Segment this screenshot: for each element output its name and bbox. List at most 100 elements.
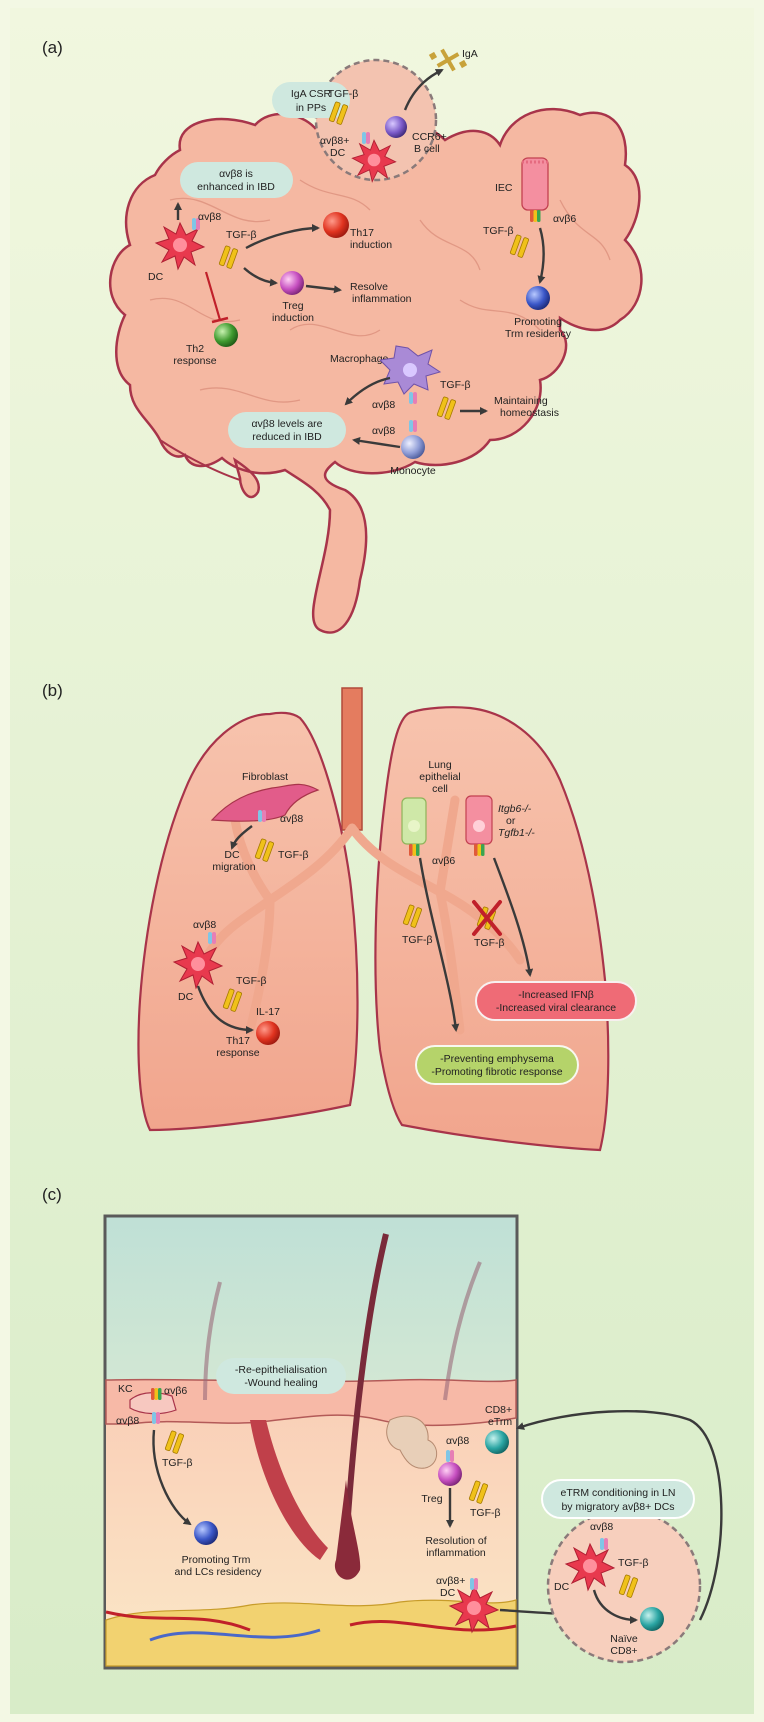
iga-label: IgA xyxy=(462,48,478,60)
ccr6-bcell xyxy=(385,116,407,138)
ccr6-label-2: B cell xyxy=(414,143,440,155)
th17-cell xyxy=(323,212,349,238)
iga-csr-label-1: IgA CSR xyxy=(291,88,332,100)
monocyte-cell xyxy=(401,435,425,459)
pp-dc-label-1: αvβ8+ xyxy=(320,135,349,147)
treg-cell xyxy=(280,271,304,295)
cd8-etrm-cell xyxy=(485,1430,509,1454)
emphysema-box-label-2: -Promoting fibrotic response xyxy=(431,1066,562,1078)
macrophage-avb8-label: αvβ8 xyxy=(372,399,395,411)
fibroblast-avb8-label: αvβ8 xyxy=(280,813,303,825)
kc-avb6-label: αvβ6 xyxy=(164,1385,187,1397)
knockout-label-2: or xyxy=(506,815,516,827)
kc-integrin6-icon xyxy=(151,1388,162,1400)
kc-label: KC xyxy=(118,1383,133,1395)
homeostasis-label-1: Maintaining xyxy=(494,395,548,407)
naive-cd8-cell xyxy=(640,1607,664,1631)
lung-wt-tgfb-label: TGF-β xyxy=(402,934,433,946)
lung-dc-label: DC xyxy=(178,991,194,1003)
kc-avb8-label: αvβ8 xyxy=(116,1415,139,1427)
reepi-label-2: -Wound healing xyxy=(244,1377,318,1389)
iec-tgfb-label: TGF-β xyxy=(483,225,514,237)
lung-dc-tgfb-label: TGF-β xyxy=(236,975,267,987)
trm-cell xyxy=(526,286,550,310)
ibd-reduced-label-2: reduced in IBD xyxy=(252,431,322,443)
dc-migration-label-1: DC xyxy=(224,849,240,861)
ln-tgfb-label: TGF-β xyxy=(618,1557,649,1569)
macrophage-label: Macrophage xyxy=(330,353,389,365)
monocyte-avb8-label: αvβ8 xyxy=(372,425,395,437)
iga-csr-label-2: in PPs xyxy=(296,102,326,114)
monocyte-label: Monocyte xyxy=(390,465,436,477)
iec-cell xyxy=(522,158,548,210)
skin-treg-avb8-label: αvβ8 xyxy=(446,1435,469,1447)
ln-dc-label: DC xyxy=(554,1581,570,1593)
lung-epithelial-nucleus-ko xyxy=(473,820,485,832)
homeostasis-label-2: homeostasis xyxy=(500,407,559,419)
mac-tgfb-label: TGF-β xyxy=(440,379,471,391)
lung-dc-avb8-label: αvβ8 xyxy=(193,919,216,931)
etrm-box-label-2: by migratory avβ8+ DCs xyxy=(561,1501,674,1513)
ibd-reduced-label-1: αvβ8 levels are xyxy=(251,418,322,430)
resolve-label-2: inflammation xyxy=(352,293,412,305)
dc-migration-label-2: migration xyxy=(212,861,255,873)
reepi-label-1: -Re-epithelialisation xyxy=(235,1364,327,1376)
gut-dc-avb8-label: αvβ8 xyxy=(198,211,221,223)
th17-label-1: Th17 xyxy=(350,227,374,239)
pp-tgfb-label: TGF-β xyxy=(328,88,359,100)
il17-label: IL-17 xyxy=(256,1006,280,1018)
knockout-label-3: Tgfb1-/- xyxy=(498,827,535,839)
skin-treg-cell xyxy=(438,1462,462,1486)
treg-tgfb-label: TGF-β xyxy=(470,1507,501,1519)
th2-label-1: Th2 xyxy=(186,343,204,355)
resolution-label-2: inflammation xyxy=(426,1547,486,1559)
resolve-label-1: Resolve xyxy=(350,281,388,293)
fibroblast-tgfb-label: TGF-β xyxy=(278,849,309,861)
iec-integrin-icon xyxy=(530,210,541,222)
trachea xyxy=(342,688,362,830)
skin-dc-label-2: DC xyxy=(440,1587,456,1599)
iec-label: IEC xyxy=(495,182,513,194)
cd8-etrm-label-2: eTrm xyxy=(488,1416,512,1428)
skin-dc-label-1: αvβ8+ xyxy=(436,1575,465,1587)
iec-avb6-label: αvβ6 xyxy=(553,213,576,225)
lung-ko-tgfb-label: TGF-β xyxy=(474,937,505,949)
lung-cell-label-3: cell xyxy=(432,783,448,795)
treg-label-2: induction xyxy=(272,312,314,324)
lung-th17-cell xyxy=(256,1021,280,1045)
lung-ko-integrin-icon xyxy=(474,844,485,856)
macrophage-nucleus xyxy=(403,363,417,377)
th2-cell xyxy=(214,323,238,347)
ln-dc-avb8-label: αvβ8 xyxy=(590,1521,613,1533)
trm-lc-label-1: Promoting Trm xyxy=(182,1554,251,1566)
gut-tgfb-label: TGF-β xyxy=(226,229,257,241)
pp-dc-label-2: DC xyxy=(330,147,346,159)
lung-epithelial-nucleus-wt xyxy=(408,820,420,832)
panel-b-label: (b) xyxy=(42,681,63,700)
th2-label-2: response xyxy=(173,355,216,367)
ccr6-label-1: CCR6+ xyxy=(412,131,447,143)
ibd-enhanced-label-1: αvβ8 is xyxy=(219,168,253,180)
lung-th17-label-2: response xyxy=(216,1047,259,1059)
ifn-box xyxy=(476,982,636,1020)
treg-label-1: Treg xyxy=(282,300,303,312)
ifn-box-label-2: -Increased viral clearance xyxy=(496,1002,616,1014)
lung-wt-avb6-label: αvβ6 xyxy=(432,855,455,867)
skin-trm-cell xyxy=(194,1521,218,1545)
trm-label-2: Trm residency xyxy=(505,328,572,340)
fibroblast-label: Fibroblast xyxy=(242,771,288,783)
trm-label-1: Promoting xyxy=(514,316,562,328)
ibd-enhanced-label-2: enhanced in IBD xyxy=(197,181,275,193)
panel-c-label: (c) xyxy=(42,1185,62,1204)
cd8-etrm-label-1: CD8+ xyxy=(485,1404,512,1416)
lung-cell-label-2: epithelial xyxy=(419,771,460,783)
kc-tgfb-label: TGF-β xyxy=(162,1457,193,1469)
lung-th17-label-1: Th17 xyxy=(226,1035,250,1047)
emphysema-box-label-1: -Preventing emphysema xyxy=(440,1053,554,1065)
ifn-box-label-1: -Increased IFNβ xyxy=(518,989,593,1001)
emphysema-box xyxy=(416,1046,578,1084)
naive-label-1: Naïve xyxy=(610,1633,638,1645)
resolution-label-1: Resolution of xyxy=(425,1535,486,1547)
gut-dc-label: DC xyxy=(148,271,164,283)
